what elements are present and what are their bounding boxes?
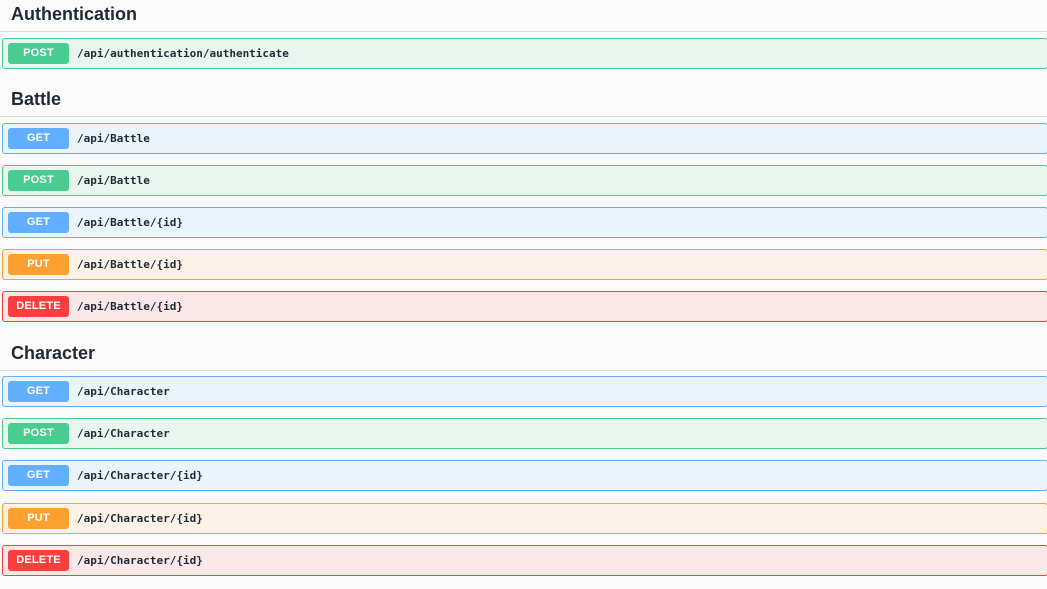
method-badge: PUT bbox=[8, 508, 69, 529]
operation-get-character-id[interactable]: GET /api/Character/{id} bbox=[2, 460, 1047, 491]
operation-path: /api/Battle bbox=[77, 174, 150, 187]
method-badge: PUT bbox=[8, 254, 69, 275]
operation-path: /api/Character/{id} bbox=[77, 554, 203, 567]
operation-path: /api/Character/{id} bbox=[77, 469, 203, 482]
operation-put-character-id[interactable]: PUT /api/Character/{id} bbox=[2, 503, 1047, 534]
method-badge: POST bbox=[8, 43, 69, 64]
operation-path: /api/Battle bbox=[77, 132, 150, 145]
operation-post-character[interactable]: POST /api/Character bbox=[2, 418, 1047, 449]
method-badge: DELETE bbox=[8, 550, 69, 571]
method-badge: GET bbox=[8, 381, 69, 402]
operation-path: /api/Battle/{id} bbox=[77, 216, 183, 229]
operation-delete-character-id[interactable]: DELETE /api/Character/{id} bbox=[2, 545, 1047, 576]
operation-post-authenticate[interactable]: POST /api/authentication/authenticate bbox=[2, 38, 1047, 69]
tag-header-character[interactable]: Character bbox=[0, 339, 1047, 371]
method-badge: GET bbox=[8, 128, 69, 149]
operation-path: /api/Character bbox=[77, 427, 170, 440]
tag-header-battle[interactable]: Battle bbox=[0, 85, 1047, 117]
operation-path: /api/Battle/{id} bbox=[77, 300, 183, 313]
method-badge: POST bbox=[8, 170, 69, 191]
operation-post-battle[interactable]: POST /api/Battle bbox=[2, 165, 1047, 196]
tag-title: Character bbox=[11, 343, 95, 364]
operation-path: /api/Character/{id} bbox=[77, 512, 203, 525]
operation-get-battle-id[interactable]: GET /api/Battle/{id} bbox=[2, 207, 1047, 238]
method-badge: GET bbox=[8, 212, 69, 233]
method-badge: GET bbox=[8, 465, 69, 486]
tag-title: Authentication bbox=[11, 4, 137, 25]
operation-get-character[interactable]: GET /api/Character bbox=[2, 376, 1047, 407]
tag-title: Battle bbox=[11, 89, 61, 110]
method-badge: POST bbox=[8, 423, 69, 444]
operation-put-battle-id[interactable]: PUT /api/Battle/{id} bbox=[2, 249, 1047, 280]
operation-get-battle[interactable]: GET /api/Battle bbox=[2, 123, 1047, 154]
operation-path: /api/authentication/authenticate bbox=[77, 47, 289, 60]
operation-path: /api/Battle/{id} bbox=[77, 258, 183, 271]
method-badge: DELETE bbox=[8, 296, 69, 317]
operation-delete-battle-id[interactable]: DELETE /api/Battle/{id} bbox=[2, 291, 1047, 322]
tag-header-authentication[interactable]: Authentication bbox=[0, 0, 1047, 32]
operation-path: /api/Character bbox=[77, 385, 170, 398]
